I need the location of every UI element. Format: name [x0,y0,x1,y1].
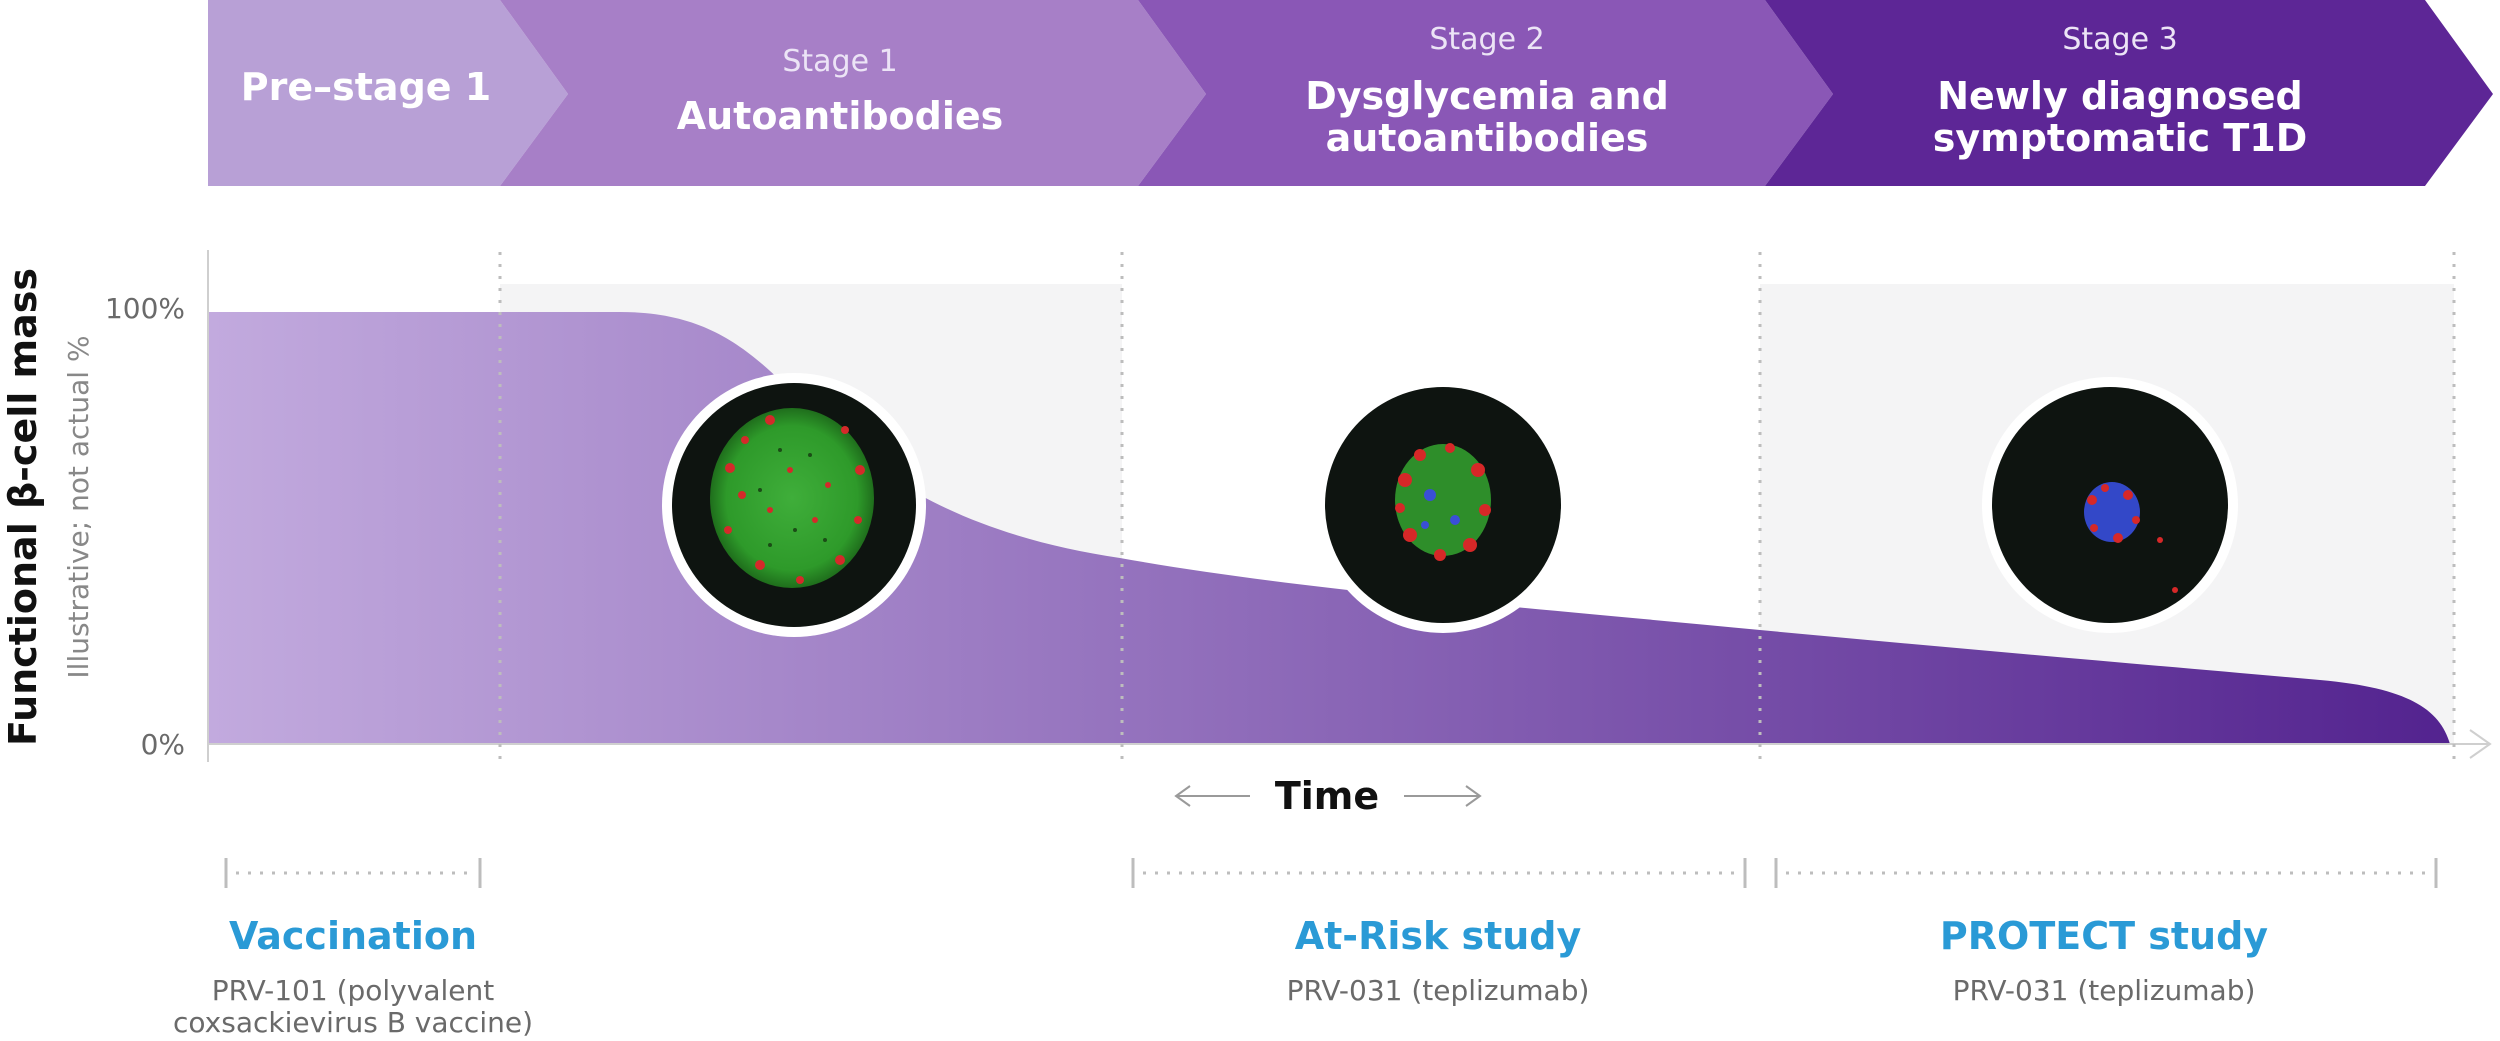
stage-arrow-stage-2 [1138,0,1833,186]
bracket-protect-study [1774,858,2438,888]
time-arrow-right-head [1465,785,1482,807]
y-axis-title: Functional β-cell mass [1,268,45,746]
stage-label-stage-2: Stage 2 [1429,22,1544,57]
stage-label-stage-3: Stage 3 [2062,22,2177,57]
y-tick-100: 100% [105,292,185,325]
program-desc-vaccination-line-1: PRV-101 (polyvalent [212,974,494,1007]
stage-title-stage-2-line-1: Dysglycemia and [1305,74,1669,118]
stage-title-stage-1: Autoantibodies [677,94,1004,138]
bracket-at-risk-study [1131,858,1747,888]
program-desc-vaccination-line-2: coxsackievirus B vaccine) [173,1006,533,1039]
program-desc-protect-study: PRV-031 (teplizumab) [1953,974,2256,1007]
stage-banner: Pre–stage 1 Stage 1 Autoantibodies Stage… [208,0,2493,186]
stage-title-stage-2-line-2: autoantibodies [1326,116,1649,160]
program-name-protect-study: PROTECT study [1940,914,2268,958]
program-brackets [224,858,2438,888]
stage-label-stage-1: Stage 1 [782,44,897,79]
time-arrow-left-head [1174,785,1191,807]
stage-dividers [498,252,2456,762]
stage-arrow-pre-stage-1 [208,0,568,186]
axes [207,250,2492,762]
islet-micrograph-early-icon [662,373,926,637]
stage-title-pre-stage-1: Pre–stage 1 [241,65,491,109]
y-axis-subtitle: Illustrative; not actual % [62,335,95,678]
time-axis-label: Time [1174,774,1482,818]
y-tick-0: 0% [141,728,185,761]
program-name-at-risk-study: At-Risk study [1295,914,1582,958]
time-label: Time [1275,774,1379,818]
stage-title-stage-3-line-1: Newly diagnosed [1937,74,2303,118]
x-axis-arrowhead [2469,729,2492,759]
islet-micrograph-late-icon [1982,377,2238,633]
stage-arrow-stage-1 [500,0,1206,186]
islet-micrograph-mid-icon [1315,377,1571,633]
stage-title-stage-3-line-2: symptomatic T1D [1933,116,2308,160]
stage-arrow-stage-3 [1765,0,2493,186]
program-desc-at-risk-study: PRV-031 (teplizumab) [1287,974,1590,1007]
program-name-vaccination: Vaccination [229,914,477,958]
bracket-vaccination [224,858,482,888]
